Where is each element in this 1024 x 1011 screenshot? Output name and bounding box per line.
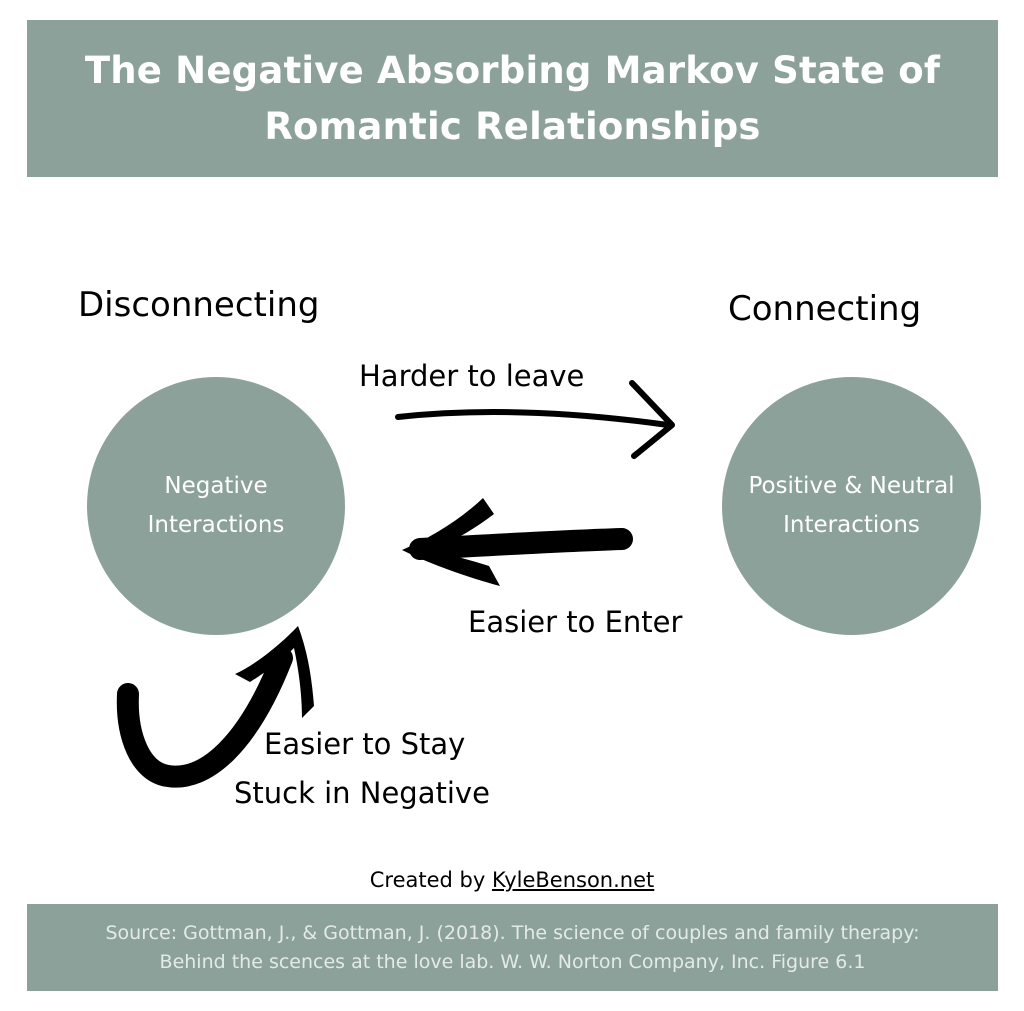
positive-state-label-line-1: Positive & Neutral	[748, 473, 955, 499]
easier-to-enter-arrow	[402, 498, 633, 586]
harder-to-leave-label: Harder to leave	[359, 359, 585, 393]
negative-state-label-line-1: Negative	[164, 473, 268, 499]
connecting-heading: Connecting	[728, 289, 922, 329]
disconnecting-heading: Disconnecting	[78, 285, 320, 325]
positive-neutral-interactions-state: Positive & Neutral Interactions	[722, 377, 981, 635]
page-title-line-1: The Negative Absorbing Markov State of	[84, 48, 941, 92]
source-banner: Source: Gottman, J., & Gottman, J. (2018…	[27, 904, 998, 991]
credit-line: Created by KyleBenson.net	[0, 866, 1024, 894]
source-line-1: Source: Gottman, J., & Gottman, J. (2018…	[105, 921, 920, 944]
easier-to-enter-label: Easier to Enter	[468, 605, 683, 639]
page-title-line-2: Romantic Relationships	[264, 104, 761, 148]
credit-link[interactable]: KyleBenson.net	[491, 868, 655, 892]
easier-to-stay-label-line-2: Stuck in Negative	[234, 776, 490, 810]
credit-prefix: Created by	[369, 868, 492, 892]
source-line-2: Behind the scences at the love lab. W. W…	[159, 950, 866, 973]
negative-state-label-line-2: Interactions	[147, 512, 285, 538]
title-banner: The Negative Absorbing Markov State of R…	[27, 20, 998, 177]
positive-state-label-line-2: Interactions	[783, 512, 920, 538]
easier-to-stay-label-line-1: Easier to Stay	[264, 727, 466, 761]
negative-interactions-state: Negative Interactions	[87, 377, 345, 635]
